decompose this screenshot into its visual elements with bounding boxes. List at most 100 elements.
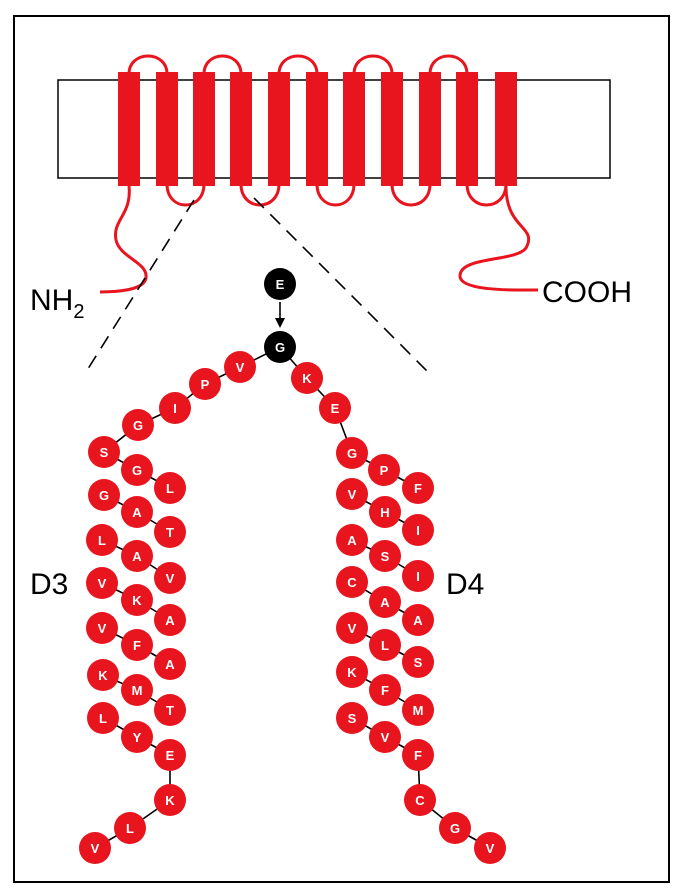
residue-circle xyxy=(154,604,186,636)
residue-circle xyxy=(369,540,401,572)
top-loop xyxy=(428,54,469,75)
residue: P xyxy=(368,454,400,486)
residue-circle xyxy=(439,812,471,844)
figure-frame xyxy=(13,15,670,883)
residue-circle xyxy=(224,351,256,383)
residue: A xyxy=(121,496,153,528)
residue: G xyxy=(122,409,154,441)
residue-letter: M xyxy=(132,683,143,698)
mutation-arrowhead xyxy=(275,318,285,328)
residue: G xyxy=(88,479,120,511)
residue-letter: L xyxy=(381,638,389,653)
residue-circle xyxy=(86,524,118,556)
helix-segment xyxy=(419,72,441,186)
mutation-residue: E xyxy=(264,268,296,300)
residue: A xyxy=(154,604,186,636)
residue: V xyxy=(336,612,368,644)
residue: V xyxy=(224,351,256,383)
residue-circle xyxy=(87,702,119,734)
residue-circle xyxy=(402,646,434,678)
residue-circle xyxy=(369,586,401,618)
top-loop xyxy=(277,54,319,75)
residue-letter: C xyxy=(415,793,425,808)
residue: V xyxy=(474,832,506,864)
residue: A xyxy=(369,586,401,618)
residue-letter: T xyxy=(166,703,174,718)
residue-letter: A xyxy=(132,549,142,564)
residue: L xyxy=(114,812,146,844)
helix-segment xyxy=(381,72,403,186)
residue-circle xyxy=(336,612,368,644)
residue-circle xyxy=(159,392,191,424)
domain-label-d3: D3 xyxy=(30,568,68,601)
residue-letter: I xyxy=(173,401,177,416)
residue: C xyxy=(404,784,436,816)
residue-circle xyxy=(369,629,401,661)
residue-letter: A xyxy=(132,505,142,520)
residue: I xyxy=(159,392,191,424)
n-terminus-subscript: 2 xyxy=(73,301,84,323)
residue: K xyxy=(154,784,186,816)
residue-letter: P xyxy=(201,377,210,392)
residue-letter: L xyxy=(98,533,106,548)
residue-letter: G xyxy=(275,340,285,355)
residue-circle xyxy=(121,629,153,661)
residue-circle xyxy=(154,516,186,548)
residue: P xyxy=(189,368,221,400)
helix-segment xyxy=(495,72,517,186)
residue: E xyxy=(319,392,351,424)
helix-segment xyxy=(230,72,252,186)
residue-letter: G xyxy=(99,488,109,503)
peptide-bonds xyxy=(94,346,491,849)
residue: V xyxy=(79,832,111,864)
residue: V xyxy=(369,721,401,753)
bottom-loop xyxy=(239,183,281,207)
transmembrane-helices xyxy=(118,72,517,186)
residue-circle xyxy=(319,392,351,424)
residue-letter: I xyxy=(416,569,420,584)
residue-letter: G xyxy=(450,821,460,836)
residue-letter: E xyxy=(276,277,285,292)
top-loop xyxy=(202,54,243,75)
residue: F xyxy=(402,472,434,504)
residue-letter: F xyxy=(133,638,141,653)
residue-circle xyxy=(402,739,434,771)
n-terminus-label: NH2 xyxy=(30,284,84,323)
residue: L xyxy=(86,524,118,556)
residue: V xyxy=(336,478,368,510)
residue-circle xyxy=(336,478,368,510)
residue-letter: E xyxy=(331,401,340,416)
helix-segment xyxy=(156,72,178,186)
residue-letter: S xyxy=(414,655,423,670)
residue-circle xyxy=(402,560,434,592)
residue-letter: T xyxy=(166,525,174,540)
residue: A xyxy=(402,604,434,636)
protein-loops xyxy=(99,54,539,294)
residue-circle xyxy=(86,567,118,599)
residue-circle xyxy=(121,496,153,528)
c-terminus-label: COOH xyxy=(542,276,632,309)
residue-circle xyxy=(88,436,120,468)
residue-letter: V xyxy=(486,841,495,856)
residue-circle xyxy=(121,454,153,486)
residue: G xyxy=(121,454,153,486)
residue: K xyxy=(121,584,153,616)
residue: Y xyxy=(121,721,153,753)
residue-letter: V xyxy=(381,730,390,745)
residue-letter: G xyxy=(133,418,143,433)
residue-letter: L xyxy=(126,821,134,836)
residue: F xyxy=(121,629,153,661)
residue-letter: V xyxy=(166,571,175,586)
c-terminal-tail xyxy=(458,185,539,292)
helix-segment xyxy=(193,72,215,186)
residue: G xyxy=(336,437,368,469)
residue: K xyxy=(291,362,323,394)
residue-circle xyxy=(402,472,434,504)
residue-letter: A xyxy=(165,613,175,628)
residue-circle xyxy=(474,832,506,864)
residue-letter: S xyxy=(100,445,109,460)
bottom-loop xyxy=(465,183,508,207)
mutation-marker xyxy=(275,302,285,328)
residue-circle xyxy=(369,496,401,528)
residue-circle xyxy=(291,362,323,394)
